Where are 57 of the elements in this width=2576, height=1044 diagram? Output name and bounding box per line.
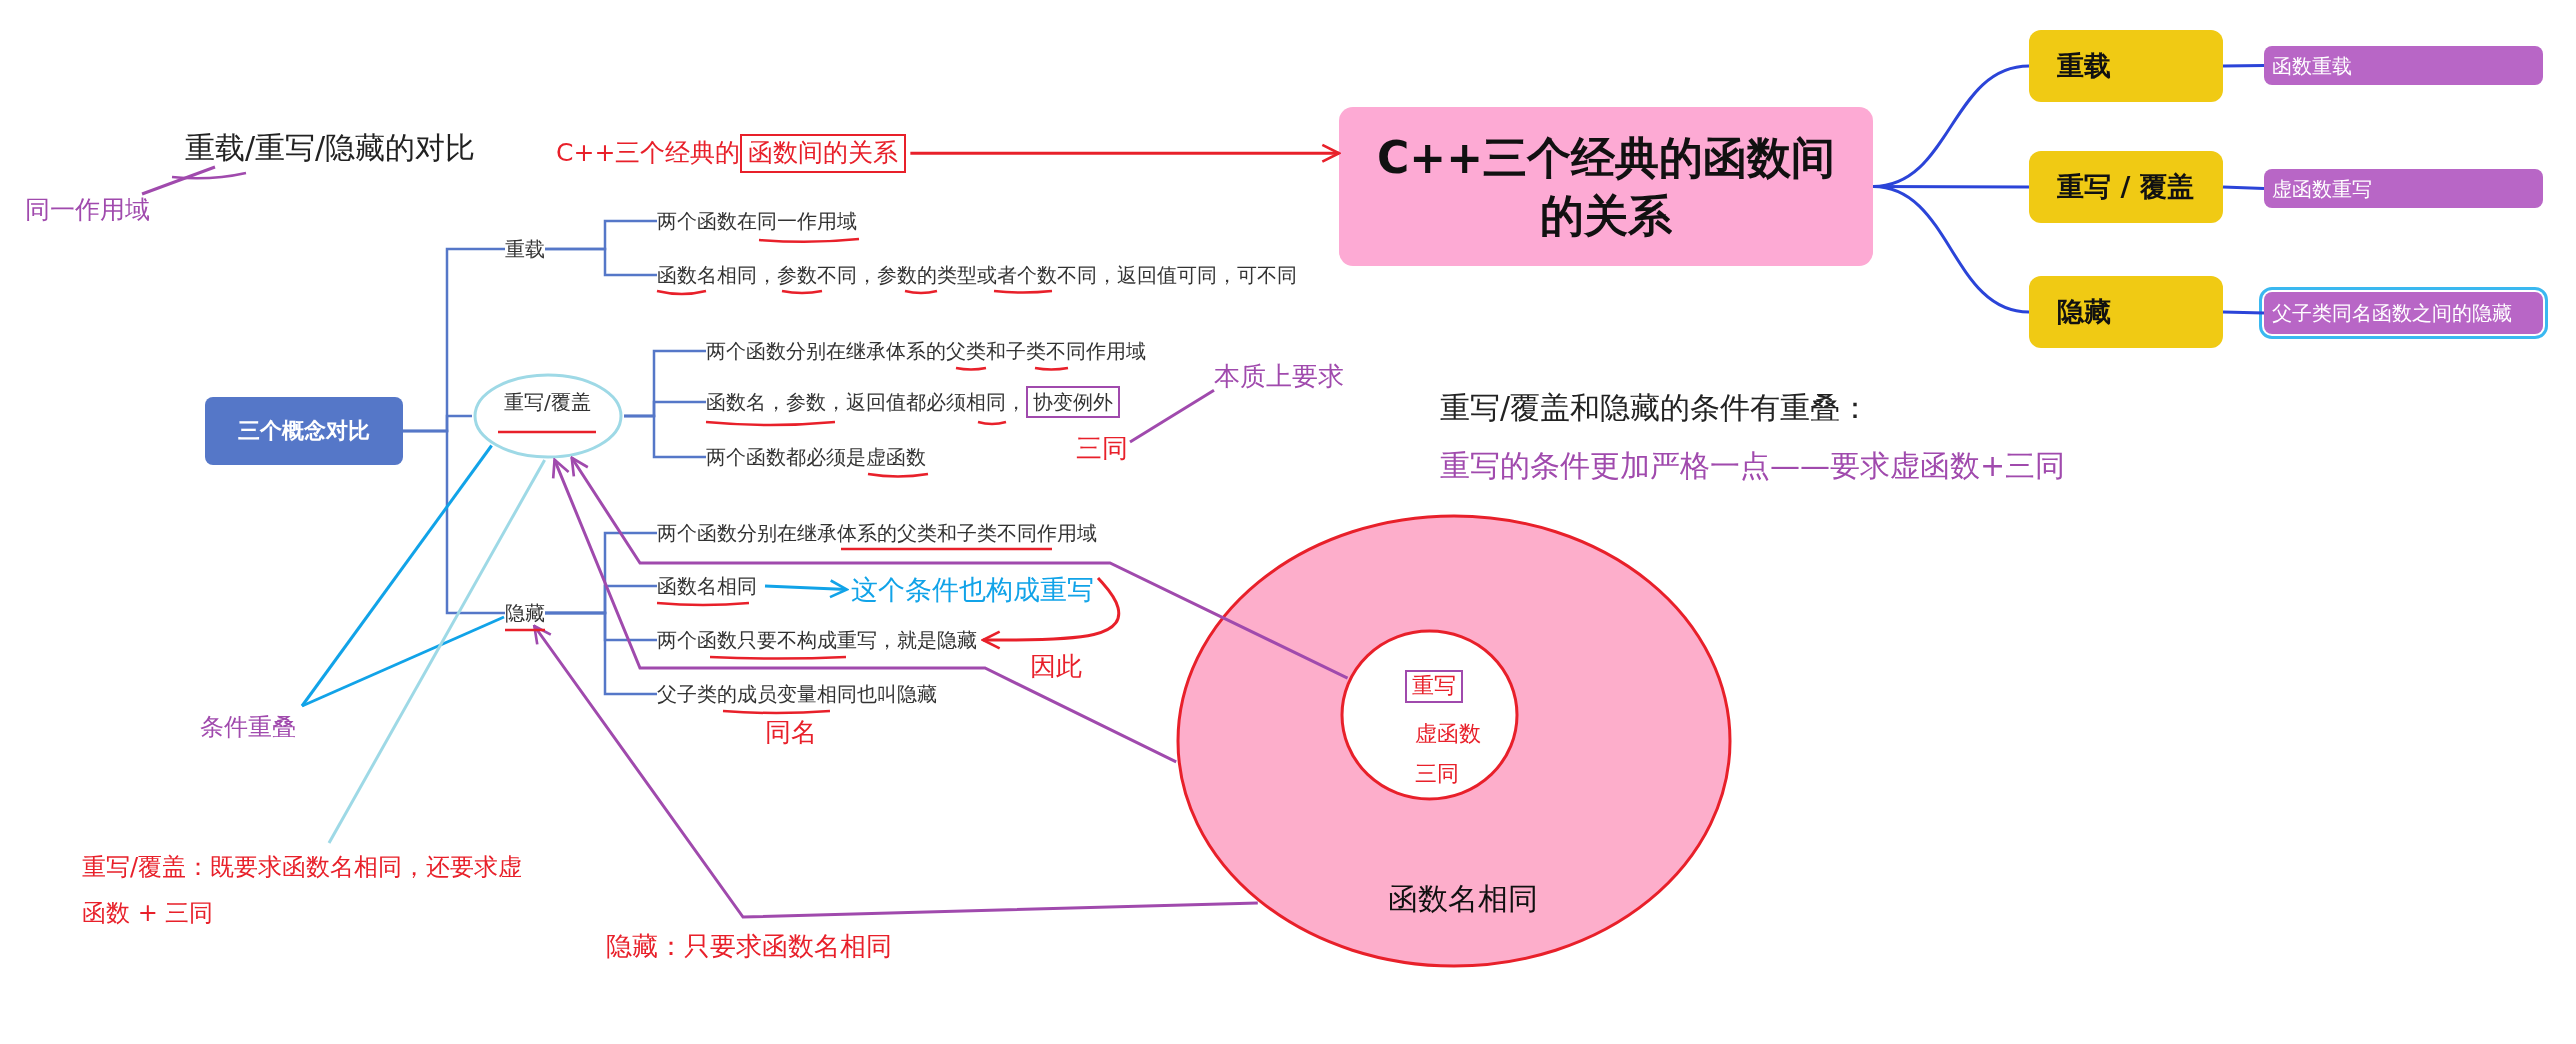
leader-line xyxy=(327,459,546,844)
boxed-annotation: 函数间的关系 xyxy=(740,134,907,173)
central-topic-box: C++三个经典的函数间的关系 xyxy=(1339,107,1873,266)
leaf-text: 两个函数都必须是虚函数 xyxy=(706,444,926,470)
leader-line xyxy=(141,165,216,196)
leaf-text: 两个函数分别在继承体系的父类和子类不同作用域 xyxy=(657,520,1097,546)
connector-line xyxy=(624,414,706,459)
arrow xyxy=(764,579,849,599)
leaf-text: 两个函数只要不构成重写，就是隐藏 xyxy=(657,627,977,653)
boxed-note: 协变例外 xyxy=(1026,386,1120,418)
annotation-text: 这个条件也构成重写 xyxy=(851,572,1094,608)
leader-line xyxy=(1129,389,1215,444)
note-text: 隐藏：只要求函数名相同 xyxy=(606,930,892,963)
annotation-text: 条件重叠 xyxy=(200,712,296,744)
venn-label: 三同 xyxy=(1415,760,1459,788)
leader-line xyxy=(300,444,493,707)
connector-line xyxy=(545,611,657,696)
arrow xyxy=(533,624,1258,919)
subtopic-box: 函数重载 xyxy=(2264,46,2543,85)
annotation-text: 本质上要求 xyxy=(1214,360,1344,394)
leaf-text: 函数名相同 xyxy=(657,573,757,599)
leaf-text: 两个函数分别在继承体系的父类和子类不同作用域 xyxy=(706,338,1146,364)
connector-line xyxy=(545,247,657,277)
connector-line xyxy=(2222,185,2265,190)
annotation-text: 三同 xyxy=(1076,432,1128,466)
branch-label: 隐藏 xyxy=(505,600,545,626)
subtopic-box: 虚函数重写 xyxy=(2264,169,2543,208)
arrow xyxy=(981,577,1121,650)
annotation-text: 重写/覆盖：既要求函数名相同，还要求虚函数 + 三同 xyxy=(82,845,527,937)
connector-line xyxy=(2222,64,2265,68)
leader-line xyxy=(301,615,505,708)
heading-text: 重载/重写/隐藏的对比 xyxy=(185,128,476,167)
arrow xyxy=(551,458,1177,764)
topic-box: 重写 / 覆盖 xyxy=(2029,151,2223,223)
root-topic-box: 三个概念对比 xyxy=(205,397,403,465)
topic-box: 隐藏 xyxy=(2029,276,2223,348)
note-text: 重写的条件更加严格一点——要求虚函数+三同 xyxy=(1440,447,2066,485)
venn-label: 函数名相同 xyxy=(1388,880,1538,918)
note-text: 因此 xyxy=(1030,650,1082,683)
connector-line xyxy=(403,429,505,615)
annotation-text: 同一作用域 xyxy=(25,194,150,227)
leaf-text: 函数名，参数，返回值都必须相同， xyxy=(706,389,1026,415)
branch-label: 重载 xyxy=(505,236,545,262)
leaf-text: 两个函数在同一作用域 xyxy=(657,208,857,234)
leaf-text: 函数名相同，参数不同，参数的类型或者个数不同，返回值可同，可不同 xyxy=(657,262,1297,288)
arrow xyxy=(910,143,1341,163)
venn-label: 虚函数 xyxy=(1415,720,1481,748)
topic-box: 重载 xyxy=(2029,30,2223,102)
leaf-text: 父子类的成员变量相同也叫隐藏 xyxy=(657,681,937,707)
note-text: 重写/覆盖和隐藏的条件有重叠： xyxy=(1440,389,1871,427)
boxed-label: 重写 xyxy=(1405,670,1463,703)
connector-line xyxy=(1872,185,2030,314)
arrow xyxy=(570,456,1349,680)
connector-line xyxy=(2222,310,2265,315)
note-text: 同名 xyxy=(765,716,817,749)
annotation-text: C++三个经典的 xyxy=(556,137,741,169)
branch-label: 重写/覆盖 xyxy=(504,389,591,415)
